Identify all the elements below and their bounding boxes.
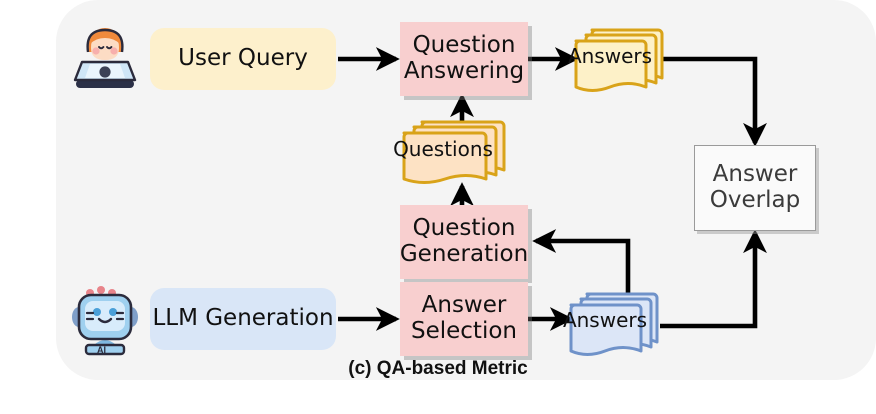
user-laptop-icon	[70, 18, 140, 94]
node-answer-overlap-line2: Overlap	[709, 187, 801, 213]
node-question-generation-line1: Question	[412, 215, 516, 242]
node-questions[interactable]: Questions	[393, 116, 508, 188]
node-answer-selection-line2: Selection	[411, 318, 517, 344]
node-user-query[interactable]: User Query	[150, 28, 336, 90]
node-question-generation[interactable]: Question Generation	[400, 205, 528, 279]
node-llm-generation-label: LLM Generation	[152, 305, 334, 332]
node-user-query-label: User Query	[178, 45, 308, 72]
node-llm-generation[interactable]: LLM Generation	[150, 288, 336, 350]
robot-ai-icon: AI	[70, 283, 140, 359]
node-answer-selection[interactable]: Answer Selection	[400, 282, 528, 356]
node-answer-overlap[interactable]: Answer Overlap	[694, 145, 816, 231]
node-answer-selection-line1: Answer	[421, 292, 507, 319]
node-answers-bottom[interactable]: Answers	[563, 288, 661, 360]
node-answers-top[interactable]: Answers	[568, 24, 666, 96]
node-answer-overlap-line1: Answer	[712, 161, 798, 188]
figure-caption: (c) QA-based Metric	[348, 358, 528, 379]
node-question-answering-line1: Question	[412, 32, 516, 59]
node-question-generation-line2: Generation	[399, 241, 529, 267]
node-question-answering-line2: Answering	[403, 58, 525, 84]
node-question-answering[interactable]: Question Answering	[400, 22, 528, 96]
svg-text:AI: AI	[97, 345, 106, 355]
